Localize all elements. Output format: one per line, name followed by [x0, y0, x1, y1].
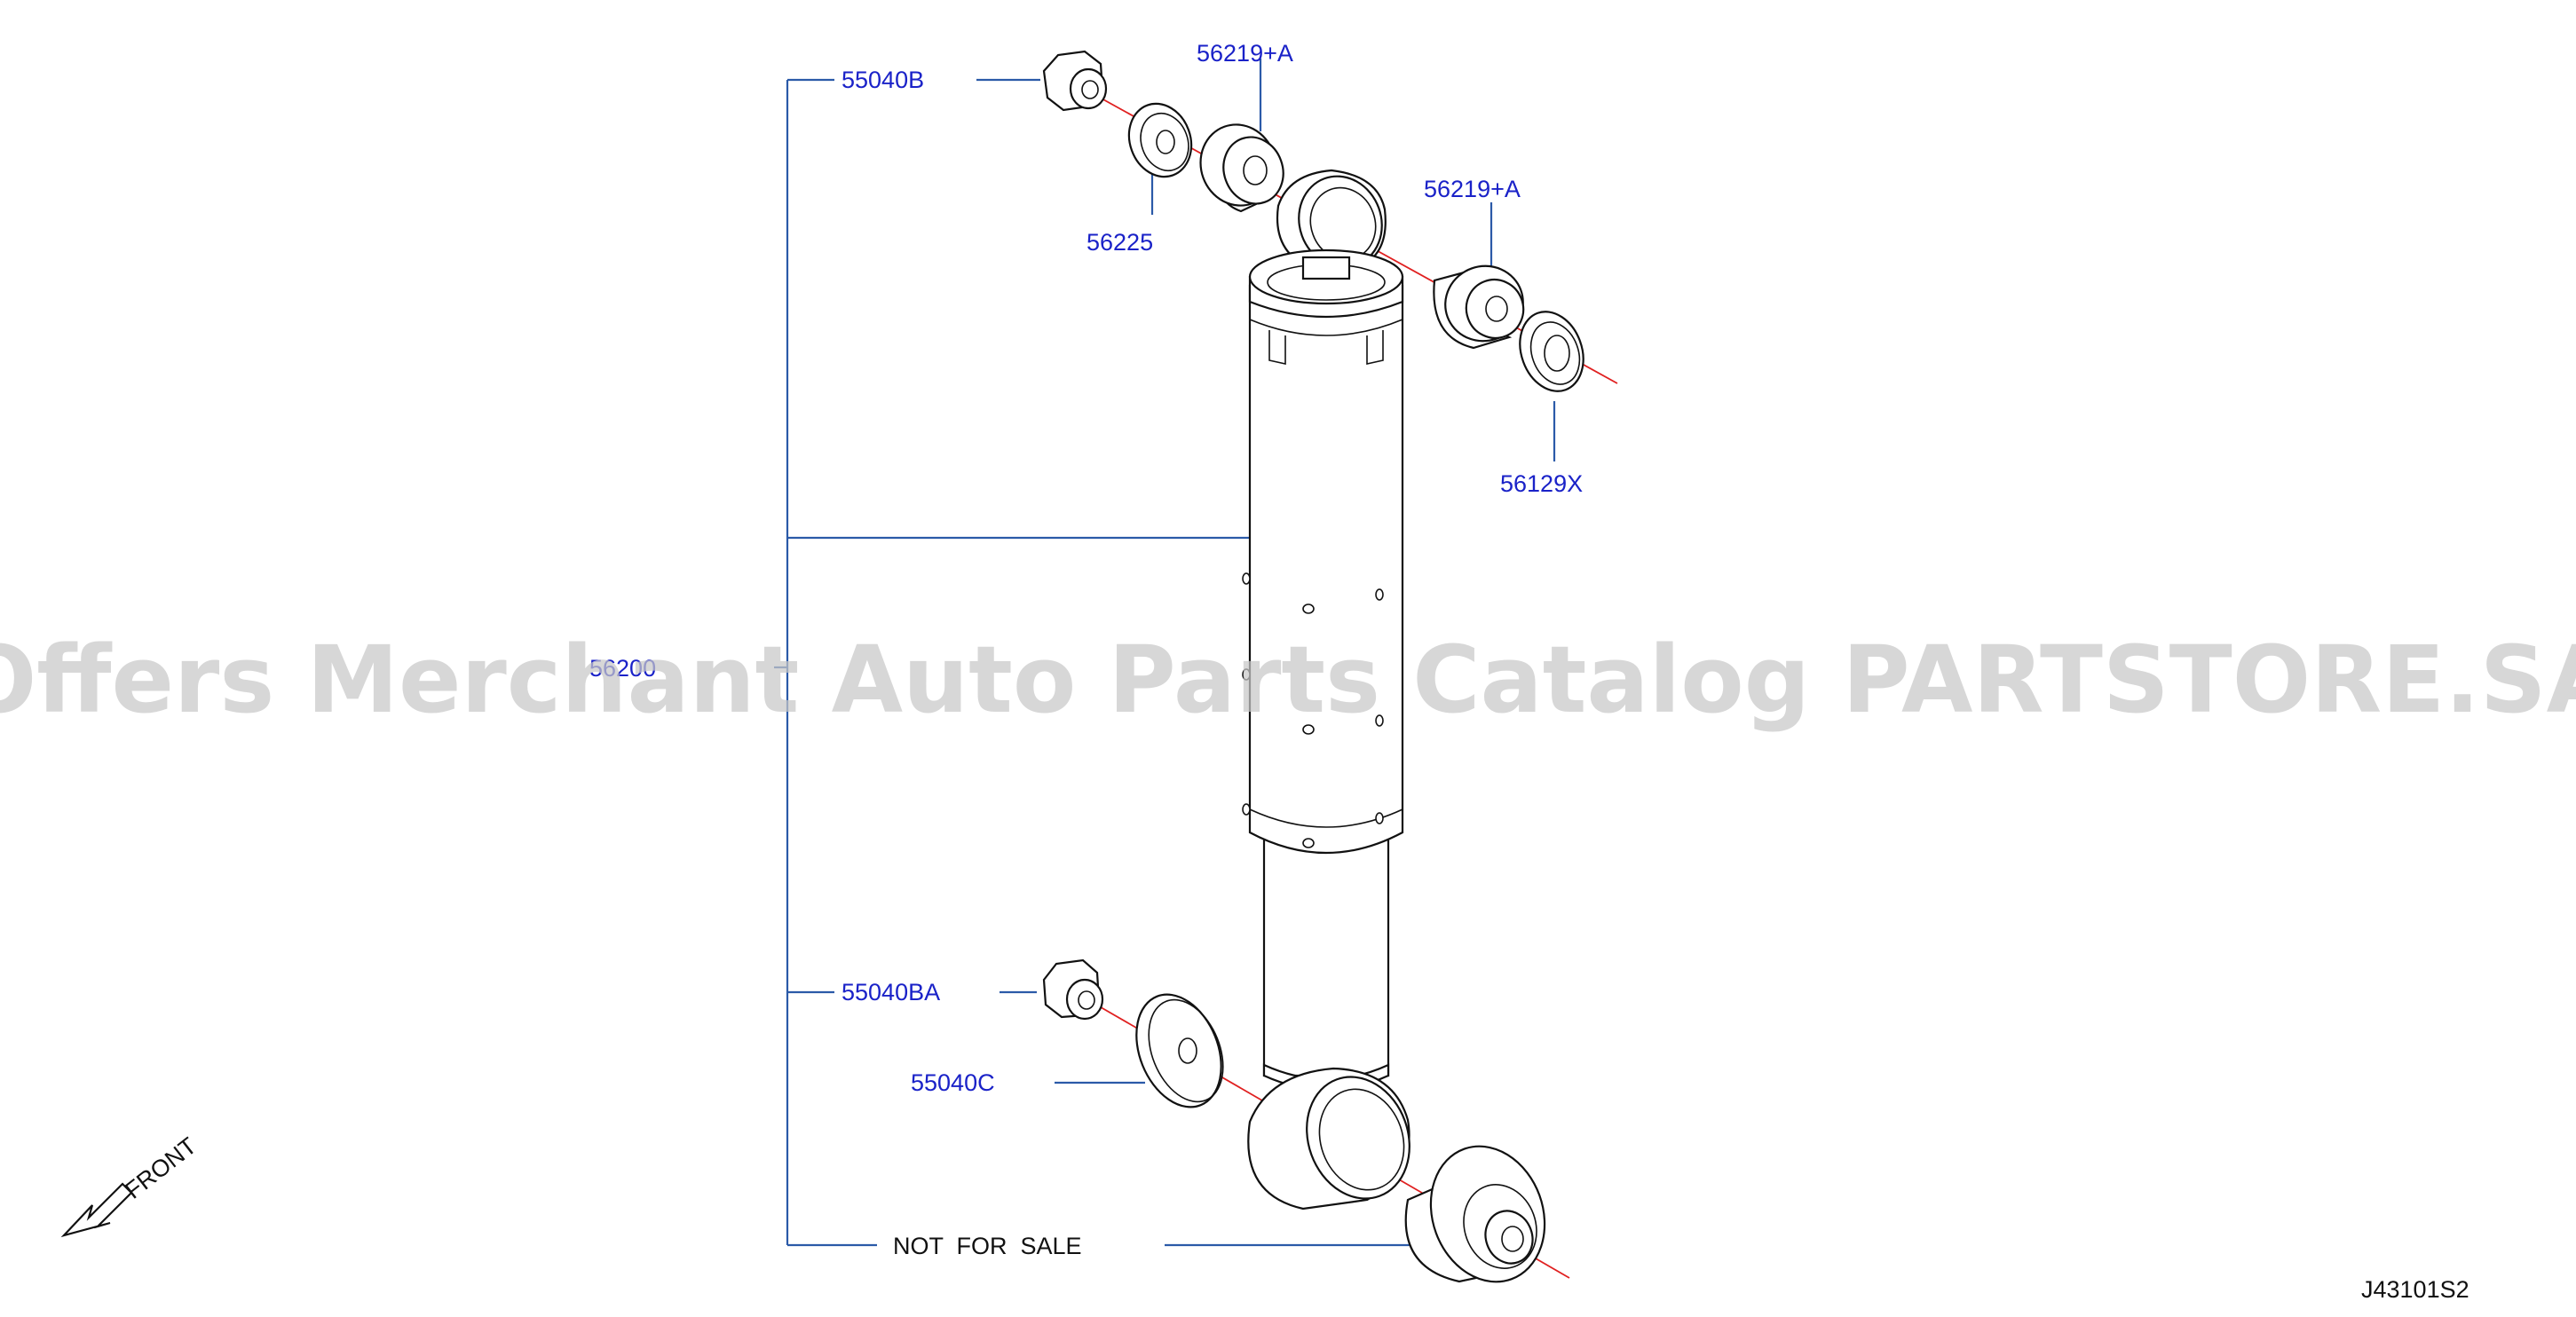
front-label: FRONT	[120, 1132, 201, 1204]
callout-56225[interactable]: 56225	[1087, 229, 1153, 256]
callout-55040ba[interactable]: 55040BA	[842, 979, 940, 1005]
arrow-down-left-icon	[60, 1182, 133, 1238]
callout-56200[interactable]: 56200	[589, 655, 656, 682]
upper-outer-washer	[1519, 311, 1584, 392]
lower-nut	[1042, 958, 1104, 1021]
diagram-code: J43101S2	[2361, 1276, 2469, 1303]
shock-top-eye	[1276, 169, 1387, 273]
callout-56129x[interactable]: 56129X	[1500, 470, 1583, 497]
callout-56219a-upper[interactable]: 56219+A	[1197, 40, 1293, 67]
shock-absorber-body	[1242, 248, 1404, 1092]
leader-lines	[774, 59, 1556, 1247]
callout-55040b[interactable]: 55040B	[842, 67, 924, 93]
upper-inner-bushing	[1199, 123, 1284, 213]
shock-lower-eye	[1247, 1067, 1410, 1211]
upper-outer-bushing	[1433, 264, 1525, 350]
lower-bushing	[1404, 1145, 1546, 1283]
callout-55040c[interactable]: 55040C	[911, 1069, 995, 1096]
lower-washer	[1135, 993, 1224, 1108]
front-indicator: FRONT	[60, 1132, 201, 1238]
upper-washer	[1127, 102, 1193, 178]
top-nut	[1042, 50, 1108, 112]
callouts: 55040B 56219+A 56225 56219+A 56129X 5620…	[589, 40, 1583, 1259]
not-for-sale-label: NOT FOR SALE	[893, 1233, 1082, 1259]
watermark-text: Offers Merchant Auto Parts Catalog PARTS…	[0, 626, 2576, 734]
callout-56219a-outer[interactable]: 56219+A	[1424, 176, 1521, 202]
